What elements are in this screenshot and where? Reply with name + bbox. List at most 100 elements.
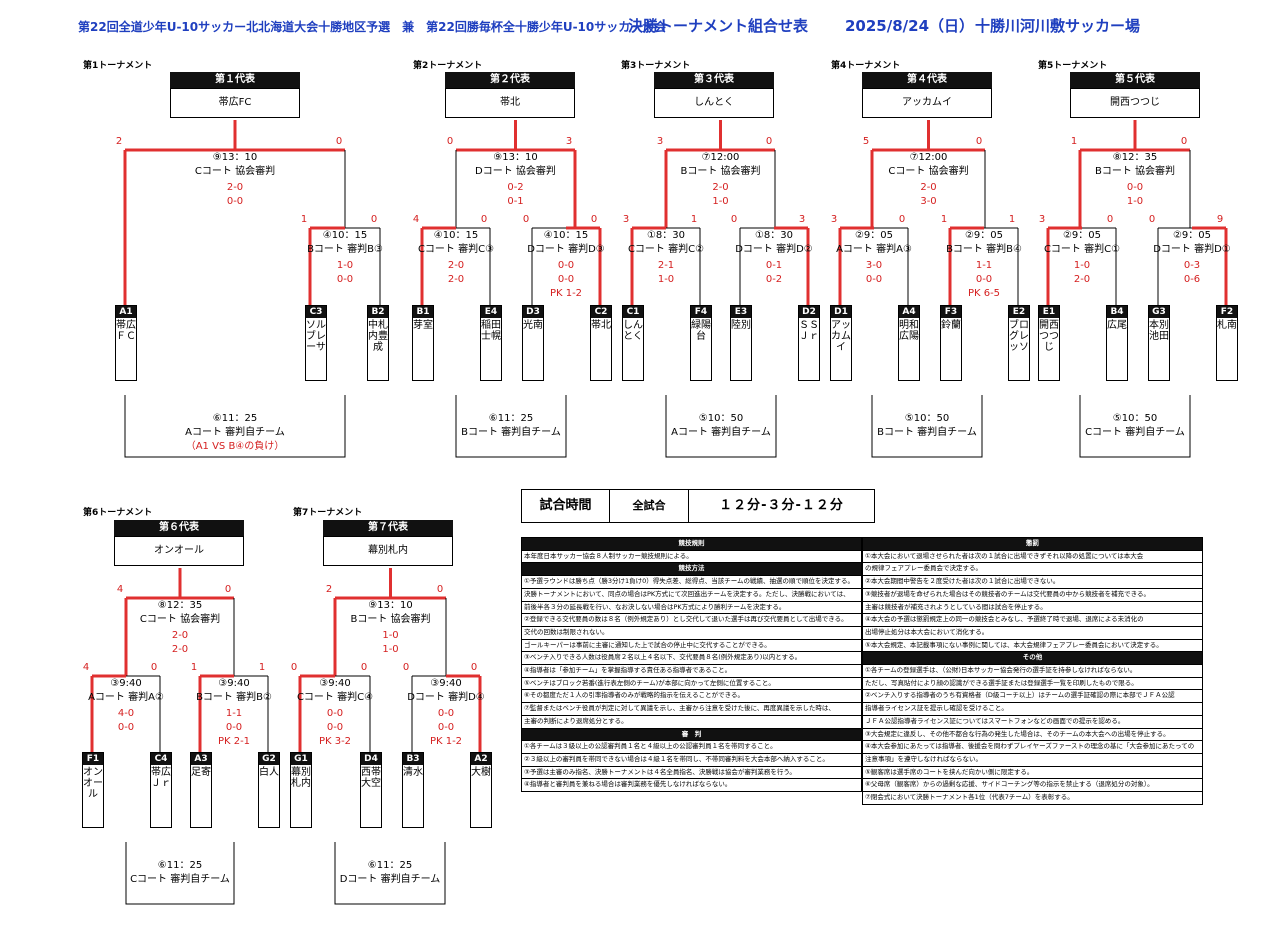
final-score-2h: 3-0: [920, 196, 937, 207]
team-code: D2: [799, 306, 819, 318]
team-entry: E3 陸別: [730, 305, 752, 381]
rules-line: 前後半各３分の延長戦を行い、なお決しない場合はPK方式により勝利チームを決定する…: [521, 600, 862, 615]
rules-line: 本年度日本サッカー協会８人制サッカー競技規則による。: [521, 549, 862, 564]
team-code: B4: [1107, 306, 1127, 318]
final-goals-right: 0: [1180, 136, 1188, 147]
team-code: D1: [831, 306, 851, 318]
match-score-2h: 0-2: [765, 274, 783, 285]
rules-line: ②本大会期間中警告を２度受けた者は次の１試合に出場できない。: [862, 575, 1203, 589]
match-score-1h: 1-1: [975, 260, 993, 271]
team-code: E3: [731, 306, 751, 318]
match-goals-left: 0: [402, 662, 410, 673]
team-entry: D3 光南: [522, 305, 544, 381]
team-name: 帯北: [591, 320, 611, 331]
venue-name: 十勝川河川敷サッカー場: [975, 17, 1141, 35]
team-code: F4: [691, 306, 711, 318]
match-score-1h: 1-0: [336, 260, 354, 271]
rules-section-heading: 審 判: [521, 727, 862, 742]
match-pk: PK 1-2: [549, 288, 583, 299]
team-code: C1: [623, 306, 643, 318]
representative-header: 第６代表: [114, 520, 244, 536]
team-name: ＳＳＪｒ: [799, 320, 819, 342]
representative-team: 帯北: [445, 88, 575, 118]
final-score-1h: 2-0: [226, 182, 244, 193]
team-name: 陸別: [731, 320, 751, 331]
team-name: 清水: [403, 767, 423, 778]
rules-line: ③ベンチ入りできる人数は役員席２名以上４名以下、交代要員８名(例外規定あり)以内…: [521, 651, 862, 666]
match-score-1h: 0-0: [557, 260, 575, 271]
match-goals-right: 0: [150, 662, 158, 673]
rules-section-heading: その他: [862, 651, 1203, 666]
placement-time: ⑤10：50: [904, 413, 950, 424]
final-score-2h: 1-0: [382, 644, 399, 655]
final-line-left: [456, 120, 517, 152]
final-score-1h: 2-0: [171, 630, 189, 641]
match-score-2h: 0-0: [326, 722, 344, 733]
match-score-2h: 1-0: [657, 274, 675, 285]
team-name: 帯広Ｊｒ: [151, 767, 171, 789]
final-goals-right: 0: [335, 136, 343, 147]
final-goals-left: 5: [862, 136, 870, 147]
rules-section-heading: 競技方法: [521, 562, 862, 577]
tournament-label: 第7トーナメント: [293, 508, 363, 518]
final-goals-right: 3: [565, 136, 573, 147]
match-pk: PK 6-5: [967, 288, 1001, 299]
match-goals-right: 0: [1106, 214, 1114, 225]
match-time: ③9:40: [319, 678, 351, 689]
placement-court: Aコート 審判自チーム: [671, 427, 771, 438]
rules-title: 競技規則: [521, 537, 862, 551]
representative-team: オンオール: [114, 536, 244, 566]
team-name: 光南: [523, 320, 543, 331]
match-time: ①8：30: [646, 230, 686, 241]
match-time-value: １２分-３分-１２分: [719, 498, 844, 513]
match-time: ④10：15: [433, 230, 479, 241]
final-time: ⑧12：35: [1112, 152, 1158, 163]
match-goals-left: 0: [1148, 214, 1156, 225]
team-code: E1: [1039, 306, 1059, 318]
team-name: 帯広ＦＣ: [116, 320, 136, 342]
match-court: Cコート 審判C④: [296, 692, 374, 703]
final-goals-left: 1: [1070, 136, 1078, 147]
rules-line: ①各チームの登録選手は、（公財)日本サッカー協会発行の選手証を持参しなければなら…: [862, 664, 1203, 678]
team-name: 緑陽台: [691, 320, 711, 342]
rules-line: の規律フェアプレー委員会で決定する。: [862, 562, 1203, 577]
match-pk: PK 2-1: [217, 736, 251, 747]
team-code: A4: [899, 306, 919, 318]
placement-time: ⑤10：50: [1112, 413, 1158, 424]
rules-line: ⑦監督またはベンチ役員が判定に対して異議を示し、主審から注意を受けた後に、再度異…: [521, 702, 862, 716]
rules-line: ⑤観客席は選手席のコートを挟んだ向かい側に限定する。: [862, 765, 1203, 780]
final-score-1h: 0-2: [507, 182, 524, 193]
match-score-1h: 1-1: [225, 708, 243, 719]
rules-line: ゴールキーパーは事前に主審に通知した上で試合の停止中に交代することができる。: [521, 638, 862, 653]
rules-line: ①予選ラウンドは勝ち点（勝3分け1負け0）得失点差、総得点、当該チームの戦績、抽…: [521, 575, 862, 589]
rules-line: ＪＦＡ公認指導者ライセンス証についてはスマートフォンなどの画面での提示を認める。: [862, 714, 1203, 729]
match-score-2h: 0-6: [1183, 274, 1201, 285]
rules-line: 主審の判断により退席処分とする。: [521, 714, 862, 729]
match-goals-right: 1: [1008, 214, 1016, 225]
match-time: ③9:40: [430, 678, 462, 689]
rules-line: 主審は競技者が補充されようとしている間は試合を停止する。: [862, 600, 1203, 615]
rules-line: ②ベンチ入りする指導者のうち有資格者（D級コーチ以上）はチームの選手証確認の際に…: [862, 689, 1203, 704]
team-name: 大樹: [471, 767, 491, 778]
match-court: Cコート 審判C③: [417, 244, 495, 255]
team-code: A3: [191, 753, 211, 765]
match-court: Bコート 審判B③: [307, 244, 383, 255]
final-time: ⑨13：10: [212, 152, 258, 163]
team-code: D3: [523, 306, 543, 318]
final-goals-right: 0: [224, 584, 232, 595]
